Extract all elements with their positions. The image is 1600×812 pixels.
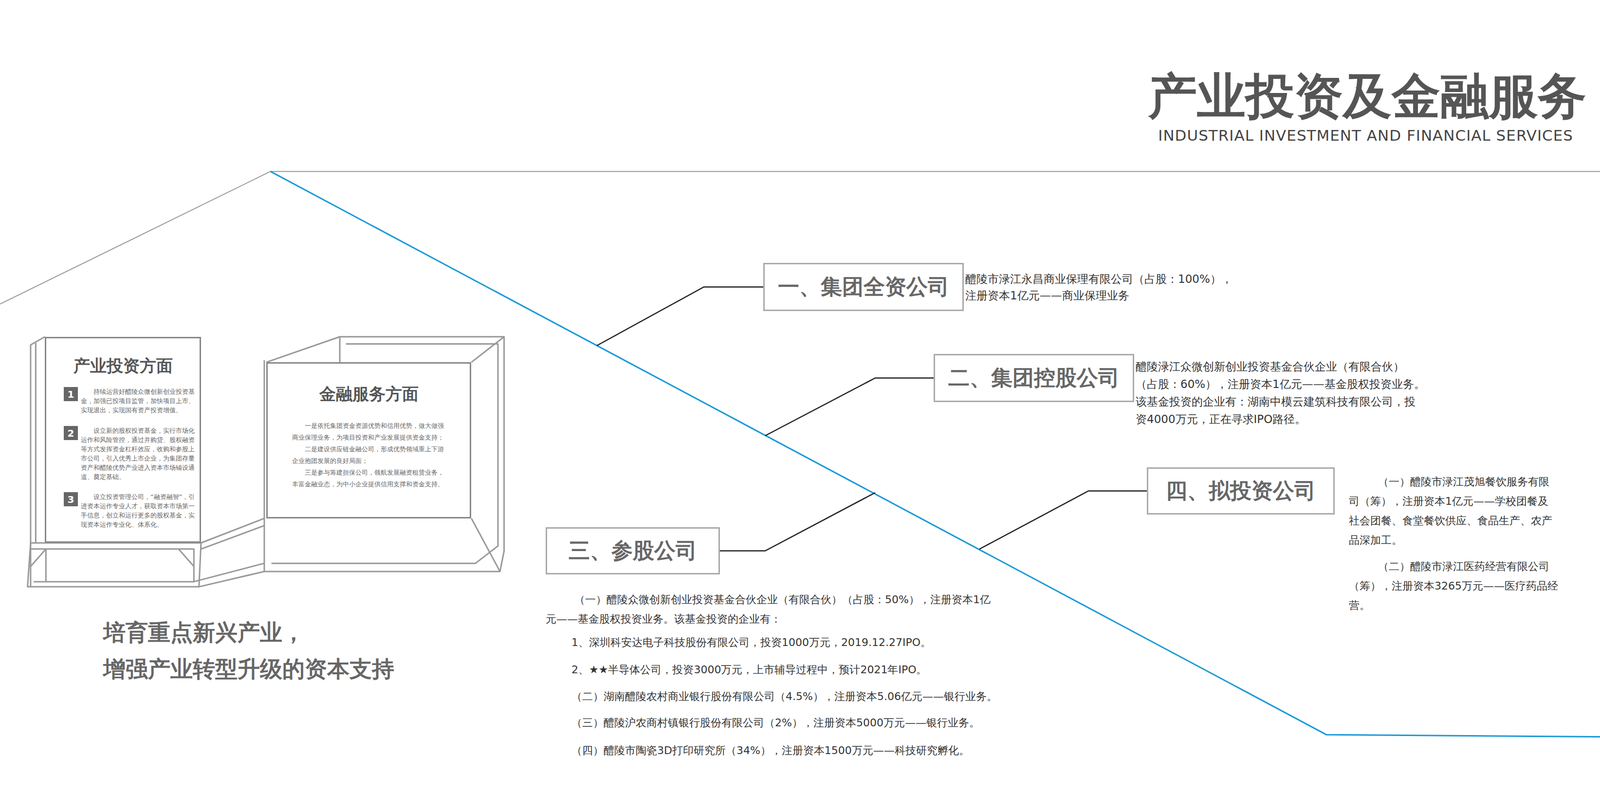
description: （一）醴陵市渌江茂旭餐饮服务有限 司（筹），注册资本1亿元——学校团餐及 社会团… <box>1348 472 1562 551</box>
description: 2、★★半导体公司，投资3000万元，上市辅导过程中，预计2021年IPO。 <box>571 662 928 678</box>
wireframe-right <box>264 336 505 572</box>
panel-heading: 金融服务方面 <box>267 383 470 406</box>
panel-heading: 产业投资方面 <box>46 354 200 378</box>
description: （二）湖南醴陵农村商业银行股份有限公司（4.5%），注册资本5.06亿元——银行… <box>571 689 998 704</box>
callout-number: 3 <box>63 492 78 507</box>
callout-number: 1 <box>63 386 78 402</box>
leader-line <box>719 492 876 552</box>
callout-number: 1 <box>67 388 75 401</box>
category-box: 一、集团全资公司 <box>763 262 964 312</box>
description: 1、深圳科安达电子科技股份有限公司，投资1000万元，2019.12.27IPO… <box>571 635 932 650</box>
panel-body: 一是依托集团资金资源优势和信用优势，做大做强商业保理业务，为项目投资和产业发展提… <box>292 420 448 444</box>
box-label: 四、拟投资公司 <box>1165 476 1316 506</box>
subtitle: INDUSTRIAL INVESTMENT AND FINANCIAL SERV… <box>1158 126 1574 145</box>
page-title: 产业投资及金融服务 <box>1148 64 1587 130</box>
leader-line <box>596 287 764 347</box>
leader-lines <box>596 287 1147 552</box>
category-box: 二、集团控股公司 <box>933 353 1135 403</box>
leader-line <box>979 491 1147 550</box>
info-panel: 1 2 3 产业投资方面持续运营好醴陵众微创新创业投资基金，加强已投项目监管，加快项目… <box>44 336 202 543</box>
description: （二）醴陵市渌江医药经营有限公司 （筹），注册资本3265万元——医疗药品经 营… <box>1348 556 1562 616</box>
category-box: 三、参股公司 <box>545 527 720 575</box>
description: 醴陵市渌江永昌商业保理有限公司（占股：100%）， 注册资本1亿元——商业保理业… <box>965 270 1237 304</box>
wireframe-connector <box>193 518 265 587</box>
description: （一）醴陵众微创新创业投资基金合伙企业（有限合伙）（占股：50%），注册资本1亿… <box>545 589 996 629</box>
box-label: 三、参股公司 <box>568 536 698 566</box>
panel-body: 持续运营好醴陵众微创新创业投资基金，加强已投项目监管，加快项目上市、实现退出，实… <box>80 386 196 415</box>
description: 醴陵渌江众微创新创业投资基金合伙企业（有限合伙） （占股：60%），注册资本1亿… <box>1135 357 1430 428</box>
panel-body: 设立投资管理公司，“融资融智”，引进资本运作专业人才，获取资本市场第一手信息，创… <box>80 492 196 530</box>
category-box: 四、拟投资公司 <box>1146 467 1335 515</box>
slogan: 培育重点新兴产业， 增强产业转型升级的资本支持 <box>103 614 408 688</box>
description: （四）醴陵市陶瓷3D打印研究所（34%），注册资本1500万元——科技研究孵化。 <box>571 743 970 758</box>
panel-body: 三是参与筹建担保公司，领航发展融资租赁业务，丰富金融业态，为中小企业提供信用支撑… <box>292 466 448 491</box>
leader-line <box>765 378 934 437</box>
box-label: 一、集团全资公司 <box>777 272 950 302</box>
callout-number: 2 <box>67 427 75 440</box>
box-label: 二、集团控股公司 <box>948 363 1120 393</box>
callout-number: 3 <box>67 493 75 506</box>
description: （三）醴陵沪农商村镇银行股份有限公司（2%），注册资本5000万元——银行业务。 <box>571 715 980 731</box>
callout-number: 2 <box>63 425 78 441</box>
panel-body: 二是建设供应链金融公司，形成优势领域重上下游企业抱团发展的良好局面； <box>292 443 448 467</box>
info-panel: 金融服务方面一是依托集团资金资源优势和信用优势，做大做强商业保理业务，为项目投资… <box>266 362 472 519</box>
grey-rule-line <box>0 171 1600 305</box>
wireframe-left <box>27 336 202 588</box>
panel-body: 设立新的股权投资基金，实行市场化运作和风险管控，通过并购贷、股权融资等方式发挥资… <box>80 425 196 482</box>
